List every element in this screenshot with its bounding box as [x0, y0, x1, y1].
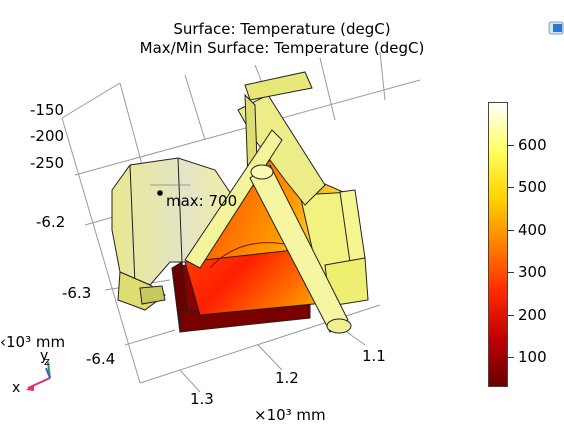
color-legend-bar: [488, 102, 508, 387]
y-tick-3: -6.4: [86, 350, 116, 368]
max-label: max: 700: [166, 192, 238, 210]
y-unit-label: ‹10³ mm: [0, 333, 66, 351]
y-tick-1: -6.2: [36, 213, 66, 231]
legend-tick-label: 100: [518, 348, 547, 367]
right-box: [299, 189, 369, 307]
legend-tick-label: 400: [518, 220, 547, 239]
z-tick-1: -150: [30, 101, 65, 119]
z-tick-3: -250: [30, 154, 65, 172]
plot-title: Surface: Temperature (degC): [173, 20, 391, 38]
legend-tick-mark: [508, 187, 514, 189]
triad-x-label: x: [12, 380, 21, 396]
legend-tick-mark: [508, 229, 514, 231]
legend-tick-mark: [508, 272, 514, 274]
x-tick-3: 1.3: [190, 390, 214, 408]
triad-z-label: z: [44, 355, 50, 368]
z-tick-2: -200: [30, 127, 65, 145]
legend-tick-mark: [508, 314, 514, 316]
axis-triad: [26, 361, 51, 391]
legend-tick-label: 200: [518, 305, 547, 324]
diagonal-beam: [184, 129, 352, 334]
legend-tick-label: 500: [518, 178, 547, 197]
y-tick-2: -6.3: [62, 284, 92, 302]
legend-tick-label: 300: [518, 263, 547, 282]
legend-tick-mark: [508, 357, 514, 359]
plot-subtitle: Max/Min Surface: Temperature (degC): [139, 39, 425, 57]
legend-tick-mark: [508, 144, 514, 146]
window-icon[interactable]: [548, 20, 564, 36]
x-tick-1: 1.1: [362, 347, 386, 365]
legend-tick-label: 600: [518, 135, 547, 154]
x-unit-label: ×10³ mm: [254, 406, 326, 424]
max-point-marker: [157, 190, 163, 196]
triad-y-label: y: [40, 348, 49, 364]
x-tick-2: 1.2: [275, 369, 299, 387]
